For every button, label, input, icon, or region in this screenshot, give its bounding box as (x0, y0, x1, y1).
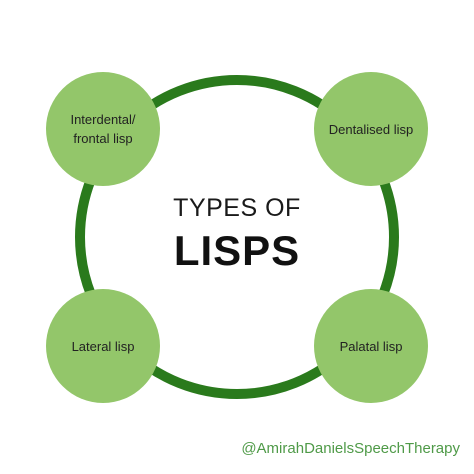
connecting-ring (75, 75, 399, 399)
node-lateral-lisp: Lateral lisp (46, 289, 160, 403)
node-palatal-lisp: Palatal lisp (314, 289, 428, 403)
title-line-2: LISPS (173, 227, 301, 274)
node-interdental-lisp: Interdental/ frontal lisp (46, 72, 160, 186)
node-dentalised-lisp: Dentalised lisp (314, 72, 428, 186)
credit-handle: @AmirahDanielsSpeechTherapy (241, 440, 460, 457)
title-line-1: TYPES OF (173, 194, 301, 222)
